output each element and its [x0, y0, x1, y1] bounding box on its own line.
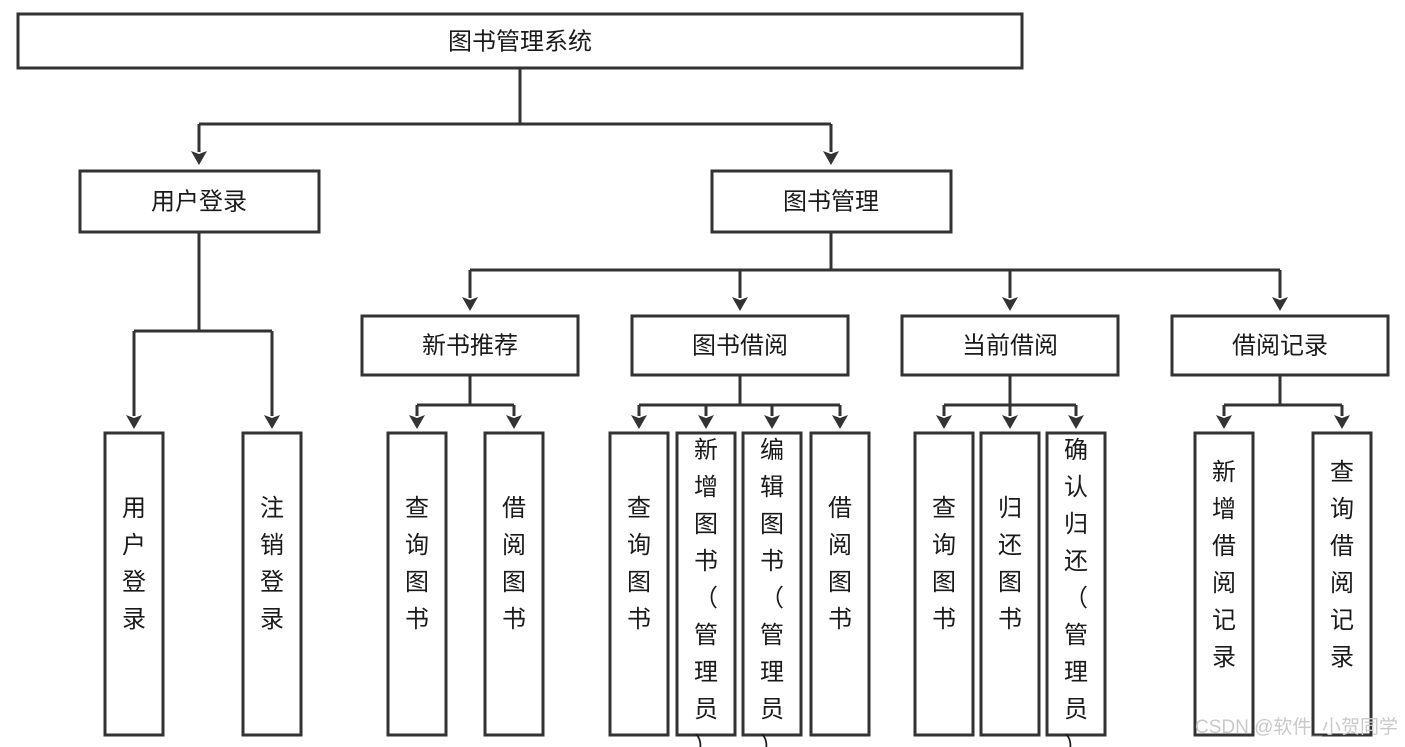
node-leaf-query-book-1-label: 查询图书	[405, 495, 429, 633]
node-leaf-edit-book[interactable]: 编辑图书（管理员）	[741, 431, 803, 747]
node-leaf-user-login[interactable]: 用户登录	[103, 431, 165, 737]
node-leaf-query-book-1[interactable]: 查询图书	[386, 431, 448, 737]
node-leaf-borrow-book-2[interactable]: 借阅图书	[809, 431, 871, 737]
node-leaf-query-book-3[interactable]: 查询图书	[913, 431, 975, 737]
node-leaf-add-book[interactable]: 新增图书（管理员）	[675, 431, 737, 747]
node-leaf-borrow-book-1[interactable]: 借阅图书	[483, 431, 545, 737]
node-leaf-edit-book-label: 编辑图书（管理员）	[760, 437, 784, 747]
node-leaf-query-book-2-label: 查询图书	[627, 495, 651, 633]
csdn-watermark: CSDN @软件_小贺同学	[1195, 716, 1398, 738]
node-leaf-logout-login[interactable]: 注销登录	[241, 431, 303, 737]
node-leaf-return-book-label: 归还图书	[998, 495, 1022, 633]
node-borrow-record-label: 借阅记录	[1232, 332, 1328, 359]
node-leaf-confirm-return[interactable]: 确认归还（管理员）	[1045, 431, 1107, 747]
node-leaf-query-book-2[interactable]: 查询图书	[608, 431, 670, 737]
node-book-manage-label: 图书管理	[783, 188, 879, 215]
node-leaf-query-book-3-label: 查询图书	[932, 495, 956, 633]
node-book-borrow[interactable]: 图书借阅	[630, 314, 850, 377]
node-leaf-borrow-book-2-label: 借阅图书	[828, 495, 852, 633]
node-user-login[interactable]: 用户登录	[78, 169, 321, 234]
node-leaf-add-book-label: 新增图书（管理员）	[694, 437, 718, 747]
node-book-borrow-label: 图书借阅	[692, 332, 788, 359]
node-leaf-logout-login-label: 注销登录	[260, 495, 284, 633]
node-user-login-label: 用户登录	[151, 188, 247, 215]
node-new-book-recommend[interactable]: 新书推荐	[360, 314, 580, 377]
node-leaf-add-record-label: 新增借阅记录	[1212, 459, 1236, 671]
node-leaf-confirm-return-label: 确认归还（管理员）	[1064, 437, 1088, 747]
node-leaf-query-record-label: 查询借阅记录	[1330, 459, 1354, 671]
node-leaf-user-login-label: 用户登录	[122, 495, 146, 633]
node-book-manage[interactable]: 图书管理	[710, 169, 953, 234]
node-current-borrow-label: 当前借阅	[962, 332, 1058, 359]
node-new-book-recommend-label: 新书推荐	[422, 332, 518, 359]
node-leaf-return-book[interactable]: 归还图书	[979, 431, 1041, 737]
node-borrow-record[interactable]: 借阅记录	[1170, 314, 1390, 377]
node-current-borrow[interactable]: 当前借阅	[900, 314, 1120, 377]
edge-layer	[126, 68, 1350, 429]
node-root-label: 图书管理系统	[448, 28, 592, 55]
node-leaf-query-record[interactable]: 查询借阅记录	[1311, 431, 1373, 737]
node-leaf-borrow-book-1-label: 借阅图书	[502, 495, 526, 633]
node-root[interactable]: 图书管理系统	[16, 12, 1024, 70]
node-leaf-add-record[interactable]: 新增借阅记录	[1193, 431, 1255, 737]
